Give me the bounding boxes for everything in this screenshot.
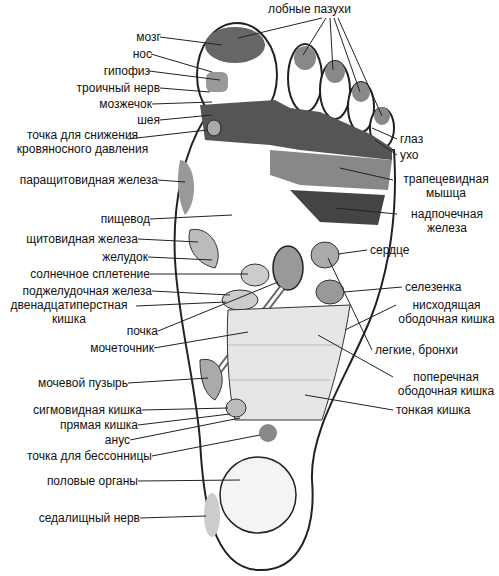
organ-label: шея (120, 113, 160, 127)
organ-label: ухо (400, 148, 460, 162)
organ-label: двенадцатиперстная кишка (2, 298, 136, 326)
organ-label: прямая кишка (30, 418, 138, 432)
organ-label: легкие, бронхи (375, 343, 493, 357)
organ-label: мочевой пузырь (15, 376, 128, 390)
organ-label: мозжечок (80, 97, 152, 111)
organ-label: сердце (370, 243, 430, 257)
organ-label: пищевод (80, 212, 150, 226)
organ-label: мочеточник (60, 341, 154, 355)
organ-label: троичный нерв (60, 81, 160, 95)
organ-label: нос (120, 47, 152, 61)
organ-label: седалищный нерв (15, 511, 140, 525)
organ-label: анус (80, 433, 130, 447)
organ-label: солнечное сплетение (10, 267, 150, 281)
organ-label: паращитовидная железа (2, 173, 158, 187)
organ-label: точка для бессонницы (5, 449, 152, 463)
organ-label: гипофиз (90, 64, 150, 78)
organ-label: тонкая кишка (396, 403, 496, 417)
organ-label: точка для снижения кровяносного давления (0, 128, 165, 156)
organ-label: лобные пазухи (268, 2, 378, 16)
organ-label: желудок (80, 250, 148, 264)
organ-label: щитовидная железа (10, 232, 138, 246)
organ-label: глаз (400, 132, 460, 146)
organ-label: поджелудочная железа (10, 284, 152, 298)
organ-label: почка (100, 324, 158, 338)
organ-label: поперечная ободочная кишка (396, 370, 496, 398)
organ-label: сигмовидная кишка (10, 403, 142, 417)
organ-label: мозг (115, 30, 161, 44)
organ-label: трапецевидная мышца (396, 172, 496, 200)
organ-label: селезенка (405, 280, 495, 294)
organ-label: надпочечная железа (400, 207, 494, 235)
organ-label: нисходящая ободочная кишка (398, 298, 495, 326)
organ-label: половые органы (20, 474, 138, 488)
